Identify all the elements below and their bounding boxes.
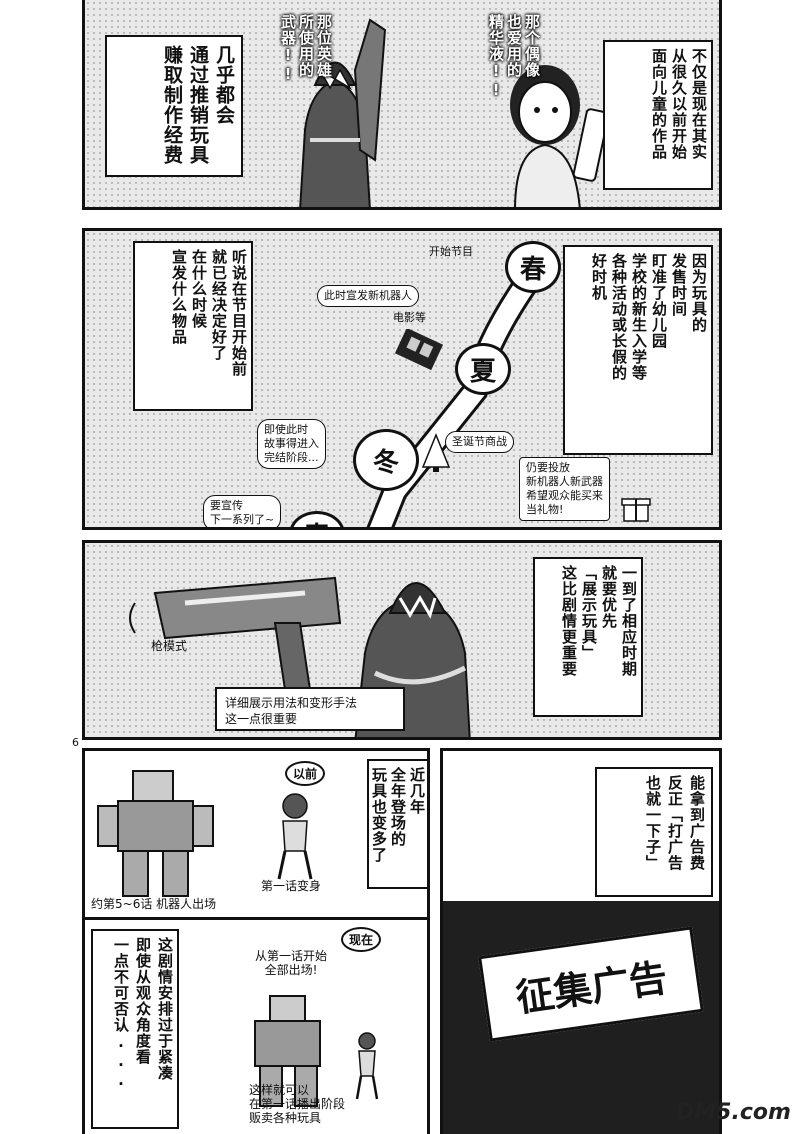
narration-col: 因为玩具的 [690,253,708,333]
label-robot-appears: 约第5~6话 机器人出场 [91,897,217,911]
label-gift: 仍要投放 新机器人新武器 希望观众能买来 当礼物! [519,457,610,521]
narration-col: 不仅是现在其实 [690,48,708,160]
narration-col: 宣发什么物品 [170,249,188,345]
site-watermark: DM5.com [676,1100,791,1125]
label-sell-toys: 这样就可以 在第一话播出阶段 贩卖各种玩具 [249,1083,346,1125]
narration-col: 一点不可否认... [112,937,130,1090]
narration-box-3: 听说在节目开始前 就已经决定好了 在什么时候 宣发什么物品 [133,241,253,411]
season-spring: 春 [505,241,561,293]
label-next-series: 要宣传 下一系列了~ [203,495,282,527]
hero-small-figure [277,793,313,880]
demo-caption: 详细展示用法和变形手法 这一点很重要 [225,696,358,726]
season-winter: 冬 [353,429,419,491]
label-ending: 即使此时 故事得进入 完结阶段... [257,419,326,469]
narration-box-8: 能拿到广告费 反正「打广告 也就一下子」 [595,767,713,897]
narration-col: 反正「打广告 [666,775,684,871]
hero-figure [299,18,387,207]
hero-shout-col: 武器!! [279,14,297,84]
narration-col: 近几年 [408,767,426,815]
narration-box-2: 不仅是现在其实 从很久以前开始 面向儿童的作品 [603,40,713,190]
page-number: 6 [72,736,79,749]
narration-col: 赚取制作经费 [161,45,183,165]
panel-2: 听说在节目开始前 就已经决定好了 在什么时候 宣发什么物品 因为玩具的 发售时间… [82,228,722,530]
narration-col: 好时机 [590,253,608,301]
narration-col: 在什么时候 [190,249,208,329]
label-gun-mode: 枪模式 [151,639,188,653]
hero-shout-col: 那位英雄 [315,14,333,78]
divider-line [85,917,427,920]
narration-col: 从很久以前开始 [670,48,688,160]
narration-col: 能拿到广告费 [688,775,706,871]
narration-col: 玩具也变多了 [370,767,388,863]
demo-caption-box: 详细展示用法和变形手法 这一点很重要 [215,687,405,731]
panel-4: 约第5~6话 机器人出场 以前 第一话变身 近几年 全年登场的 玩具也变多了 这… [82,748,430,1134]
narration-box-1: 几乎都会 通过推销玩具 赚取制作经费 [105,35,243,177]
narration-box-6: 近几年 全年登场的 玩具也变多了 [367,759,427,889]
christmas-tree-icon [421,433,451,472]
tag-now: 现在 [341,927,382,952]
narration-col: 这比剧情更重要 [560,565,578,677]
label-movie: 电影等 [393,311,426,324]
label-all-appear: 从第一话开始 全部出场! [255,949,328,977]
idol-shout-col: 也爱用的 [505,14,523,78]
narration-col: 听说在节目开始前 [230,249,248,377]
idol-shout-col: 精华液!! [487,14,505,100]
narration-col: 「展示玩具」 [580,565,598,661]
narration-col: 即使从观众角度看 [134,937,152,1065]
narration-col: 一到了相应时期 [620,565,638,677]
narration-col: 全年登场的 [389,767,407,847]
narration-col: 发售时间 [670,253,688,317]
narration-col: 就要优先 [600,565,618,629]
season-summer: 夏 [455,343,511,395]
idol-shout-col: 那个偶像 [523,14,541,78]
narration-col: 面向儿童的作品 [650,48,668,160]
idol-figure [510,65,610,207]
gift-box-icon [621,498,651,522]
narration-col: 通过推销玩具 [187,45,209,165]
label-ep1-transform: 第一话变身 [261,879,322,893]
narration-col: 盯准了幼儿园 [650,253,668,349]
narration-box-5: 一到了相应时期 就要优先 「展示玩具」 这比剧情更重要 [533,557,643,717]
narration-col: 这剧情安排过于紧凑 [156,937,174,1081]
panel-3: 枪模式 详细展示用法和变形手法 这一点很重要 一到了相应时期 就要优先 「展示玩… [82,540,722,740]
narration-col: 学校的新生入学等 [630,253,648,381]
robot-figure [97,770,214,897]
narration-col: 就已经决定好了 [210,249,228,361]
hero-small-figure-2 [355,1032,379,1100]
narration-box-4: 因为玩具的 发售时间 盯准了幼儿园 学校的新生入学等 各种活动或长假的 好时机 [563,245,713,455]
robot-small-figure [254,995,321,1107]
label-christmas: 圣诞节商战 [445,431,514,453]
tag-before: 以前 [285,761,326,786]
narration-col: 也就一下子」 [644,775,662,871]
narration-col: 各种活动或长假的 [610,253,628,381]
narration-col: 几乎都会 [213,45,235,125]
film-strip-icon [395,329,444,371]
panel-1: 几乎都会 通过推销玩具 赚取制作经费 那位英雄 所使用的 武器!! 那个偶像 也… [82,0,722,210]
panel-5: 能拿到广告费 反正「打广告 也就一下子」 征集广告 [440,748,722,1134]
narration-box-7: 这剧情安排过于紧凑 即使从观众角度看 一点不可否认... [91,929,179,1129]
label-new-robot: 此时宣发新机器人 [317,285,419,307]
label-start: 开始节目 [429,245,473,258]
hero-shout-col: 所使用的 [297,14,315,78]
